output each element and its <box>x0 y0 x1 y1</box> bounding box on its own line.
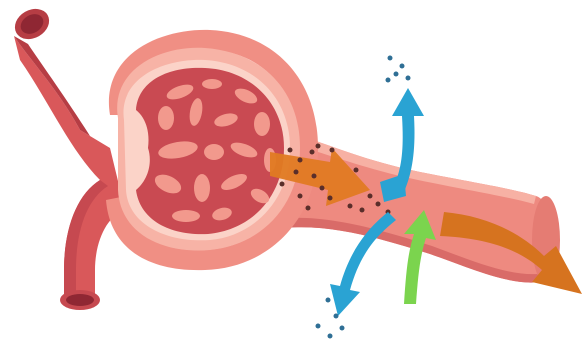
arteriole-tube <box>9 3 125 310</box>
